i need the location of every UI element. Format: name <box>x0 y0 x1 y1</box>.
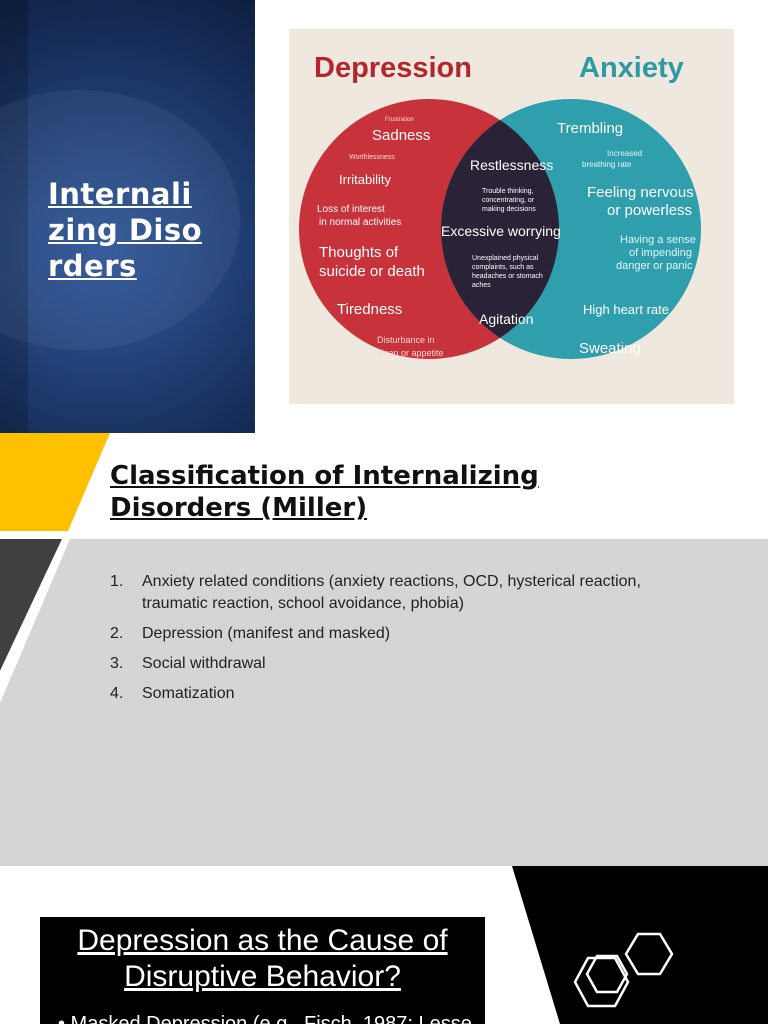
slide-title: Classification of Internalizing Disorder… <box>110 461 539 523</box>
slide-title: Internalizing Disorders <box>48 177 203 283</box>
venn-right-item: Increased <box>607 149 642 158</box>
content-band <box>0 539 768 866</box>
venn-left-item: Irritability <box>339 172 392 187</box>
venn-right-item: High heart rate <box>583 302 669 317</box>
venn-left-item: Tiredness <box>337 301 402 318</box>
list-item: 3.Social withdrawal <box>110 655 266 672</box>
slide-depression-cause: Depression as the Cause of Disruptive Be… <box>0 866 768 1024</box>
venn-center-item: Trouble thinking, <box>482 188 534 195</box>
venn-right-title: Anxiety <box>579 52 684 84</box>
venn-diagram-image: Depression Anxiety Frustration Sadness W… <box>289 29 734 404</box>
list-item: 2.Depression (manifest and masked) <box>110 625 391 642</box>
venn-right-item: Sweating <box>579 340 641 357</box>
venn-left-item: in normal activities <box>319 217 401 228</box>
slide-classification: Classification of Internalizing Disorder… <box>0 433 768 866</box>
list-item: 4.Somatization <box>110 685 235 702</box>
venn-left-item: Disturbance in <box>377 335 435 345</box>
venn-right-item: Feeling nervous <box>587 184 694 201</box>
embedded-slide-image: Depression as the Cause of Disruptive Be… <box>40 917 485 1024</box>
venn-center-item: making decisions <box>482 206 536 213</box>
venn-center-item: concentrating, or <box>482 197 535 204</box>
venn-left-item: Worthlessness <box>349 154 395 161</box>
slide-decoration <box>0 433 110 703</box>
venn-center-item: headaches or stomach <box>472 273 543 280</box>
venn-left-item: Frustration <box>385 117 414 123</box>
venn-right-item: Having a sense <box>620 234 696 246</box>
venn-left-item: Loss of interest <box>317 204 385 215</box>
overlap-region <box>441 99 559 359</box>
venn-left-title: Depression <box>314 52 472 84</box>
list-item: 1.Anxiety related conditions (anxiety re… <box>110 573 641 612</box>
classification-list: 1.Anxiety related conditions (anxiety re… <box>110 571 710 713</box>
embedded-slide-bullet: • Masked Depression (e.g., Fisch, 1987; … <box>58 1013 485 1024</box>
venn-center-item: Unexplained physical <box>472 255 539 262</box>
hexagon-icon <box>624 932 674 976</box>
venn-center-item: Agitation <box>479 311 533 327</box>
venn-left-item: Sadness <box>372 127 430 144</box>
venn-left-item: suicide or death <box>319 263 425 280</box>
venn-left-item: sleep or appetite <box>377 348 444 358</box>
hexagon-icon <box>585 954 629 994</box>
title-panel <box>0 0 255 433</box>
venn-center-item: Restlessness <box>470 157 553 173</box>
venn-left-item: Thoughts of <box>319 244 399 261</box>
venn-right-item: danger or panic <box>616 260 693 272</box>
venn-center-item: Excessive worrying <box>441 223 561 239</box>
hexagon-icon <box>573 956 630 1008</box>
venn-right-item: breathing rate <box>582 160 632 169</box>
venn-right-item: of impending <box>629 247 692 259</box>
venn-center-item: complaints, such as <box>472 264 534 271</box>
slide-decoration <box>512 866 768 1024</box>
venn-right-item: Trembling <box>557 120 623 137</box>
venn-right-item: or powerless <box>607 202 692 219</box>
embedded-slide-title: Depression as the Cause of Disruptive Be… <box>77 924 448 993</box>
slide-internalizing-disorders: Internalizing Disorders Depression Anxie… <box>0 0 768 433</box>
venn-center-item: aches <box>472 282 491 289</box>
